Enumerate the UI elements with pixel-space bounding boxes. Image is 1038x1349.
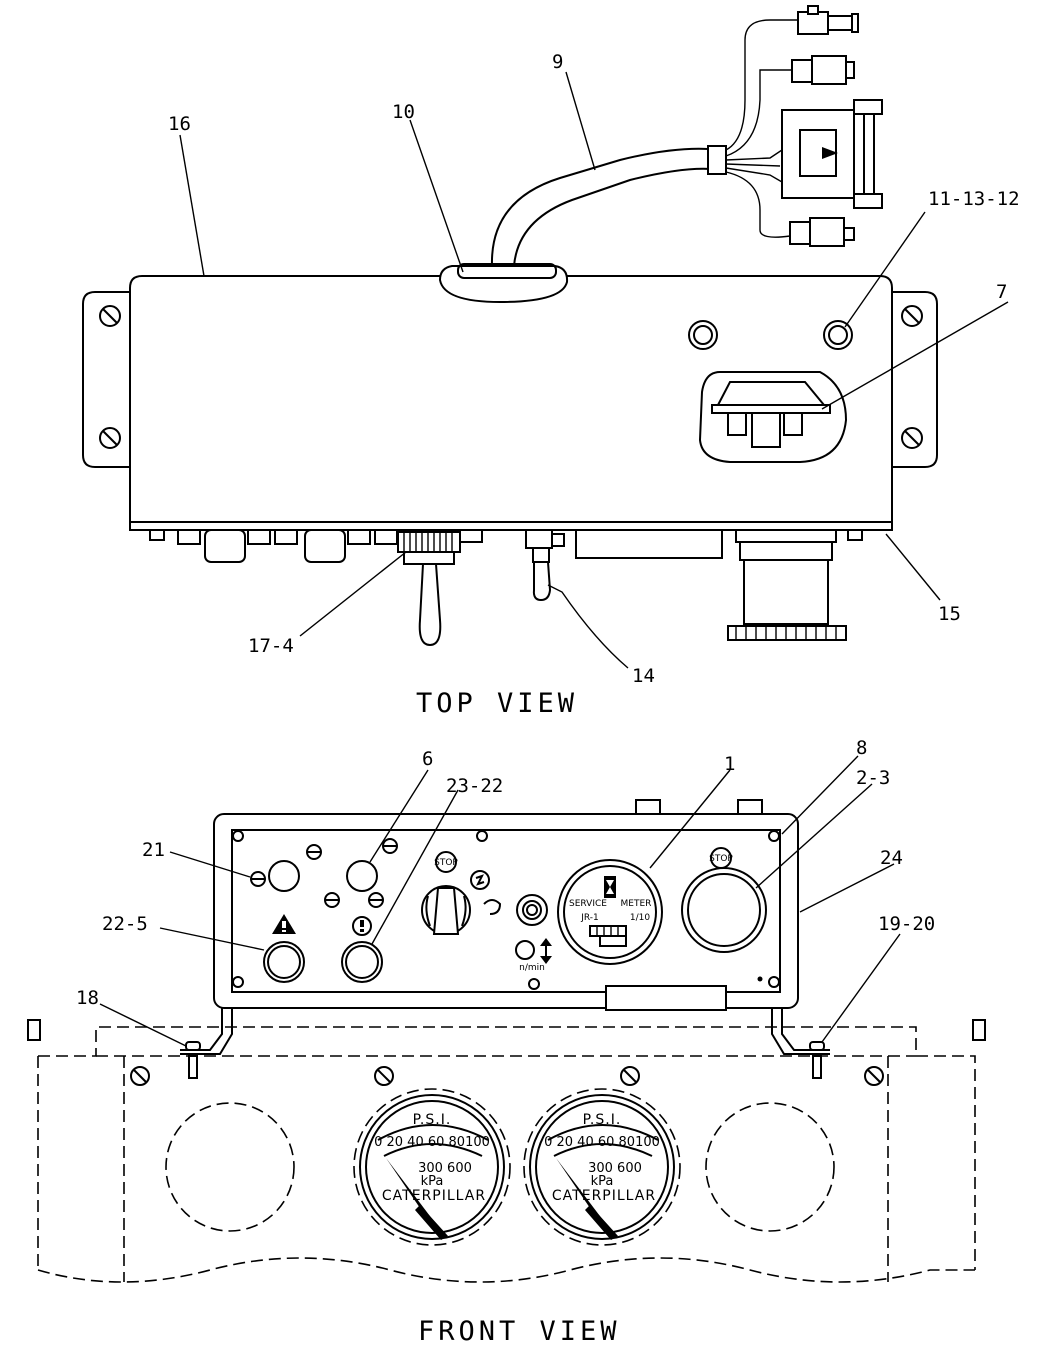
top-leader-lines [179, 71, 1009, 669]
callout-11-13-12: 11-13-12 [928, 188, 1020, 210]
svg-text:STOP: STOP [434, 858, 458, 868]
wiring-harness [490, 147, 721, 267]
empty-gauge-hole-left [165, 1102, 295, 1232]
svg-text:300 600: 300 600 [588, 1161, 642, 1176]
callout-23-22: 23-22 [446, 775, 503, 797]
callout-16: 16 [168, 113, 191, 135]
indicator-lamp-1 [268, 860, 300, 892]
panel-screw-icon [232, 830, 780, 990]
start-icon [483, 899, 502, 915]
front-view: P.S.I. 0 20 40 60 80100 300 600 kPa CATE… [27, 737, 986, 1347]
svg-text:SERVICE: SERVICE [569, 899, 607, 909]
svg-text:1/10: 1/10 [630, 913, 650, 923]
left-mounting-tab [82, 291, 131, 468]
svg-text:kPa: kPa [591, 1174, 614, 1189]
svg-text:METER: METER [621, 899, 652, 909]
svg-text:CATERPILLAR: CATERPILLAR [552, 1188, 656, 1204]
pressure-gauge-2: P.S.I. 0 20 40 60 80100 300 600 kPa CATE… [523, 1088, 681, 1246]
svg-text:0 20 40 60 80100: 0 20 40 60 80100 [374, 1135, 490, 1150]
warning-lamp [263, 914, 305, 983]
indicator-lamp-6 [346, 860, 378, 892]
callout-7: 7 [996, 281, 1007, 303]
callout-9: 9 [552, 51, 563, 73]
dashboard-outline [27, 1019, 986, 1283]
callout-24: 24 [880, 847, 903, 869]
svg-text:CATERPILLAR: CATERPILLAR [382, 1188, 486, 1204]
connector-plug-3 [789, 217, 855, 247]
callout-1: 1 [724, 753, 735, 775]
connector-plug-2 [791, 55, 855, 85]
alert-lamp [341, 916, 383, 983]
callout-15: 15 [938, 603, 961, 625]
stop-switch-label: STOP [434, 851, 458, 873]
callout-22-5: 22-5 [102, 913, 148, 935]
callout-10: 10 [392, 101, 415, 123]
toggle-switch-side [525, 529, 565, 602]
callout-8: 8 [856, 737, 867, 759]
view-title-top: TOP VIEW [416, 688, 578, 719]
callout-19-20: 19-20 [878, 913, 935, 935]
glow-plug-icon [470, 870, 490, 890]
rotary-knob-side [397, 529, 483, 647]
callout-18: 18 [76, 987, 99, 1009]
rotary-switch[interactable] [421, 885, 471, 935]
pressure-gauge-1: P.S.I. 0 20 40 60 80100 300 600 kPa CATE… [353, 1088, 511, 1246]
view-title-front: FRONT VIEW [418, 1316, 621, 1347]
engine-speed-icon: n/min [515, 938, 552, 973]
connector-block [781, 99, 883, 209]
switch-cutaway [698, 371, 848, 463]
right-mounting-tab [891, 291, 938, 468]
hex-nut-icon [688, 320, 853, 350]
top-view: 16 10 9 11-13-12 7 15 17-4 14 TOP VIEW [82, 5, 1020, 719]
bracket-screw-icon [185, 1041, 825, 1079]
svg-text:300 600: 300 600 [418, 1161, 472, 1176]
svg-text:P.S.I.: P.S.I. [583, 1112, 622, 1128]
svg-text:STOP: STOP [709, 854, 733, 864]
callout-21: 21 [142, 839, 165, 861]
mounting-bracket [180, 1008, 830, 1055]
svg-text:JR-1: JR-1 [580, 913, 599, 923]
grommet [438, 265, 569, 304]
svg-text:kPa: kPa [421, 1174, 444, 1189]
connector-plug-1 [797, 5, 859, 35]
callout-17-4: 17-4 [248, 635, 294, 657]
callout-14: 14 [632, 665, 655, 687]
dashboard-screw-icon [130, 1066, 884, 1086]
slotted-screw-icon [250, 838, 398, 908]
throttle-knob[interactable] [516, 894, 548, 926]
empty-gauge-hole-right [705, 1102, 835, 1232]
stop-button[interactable]: STOP [681, 847, 767, 953]
callout-2-3: 2-3 [856, 767, 890, 789]
stop-button-side [727, 529, 847, 641]
svg-text:P.S.I.: P.S.I. [413, 1112, 452, 1128]
front-leader-lines [99, 755, 901, 1047]
service-meter: SERVICE METER JR-1 1/10 [557, 859, 663, 965]
svg-text:n/min: n/min [519, 963, 545, 973]
panel-underside-parts [149, 529, 863, 563]
callout-6: 6 [422, 748, 433, 770]
svg-text:0 20 40 60 80100: 0 20 40 60 80100 [544, 1135, 660, 1150]
tab-screw-icon [99, 305, 923, 449]
